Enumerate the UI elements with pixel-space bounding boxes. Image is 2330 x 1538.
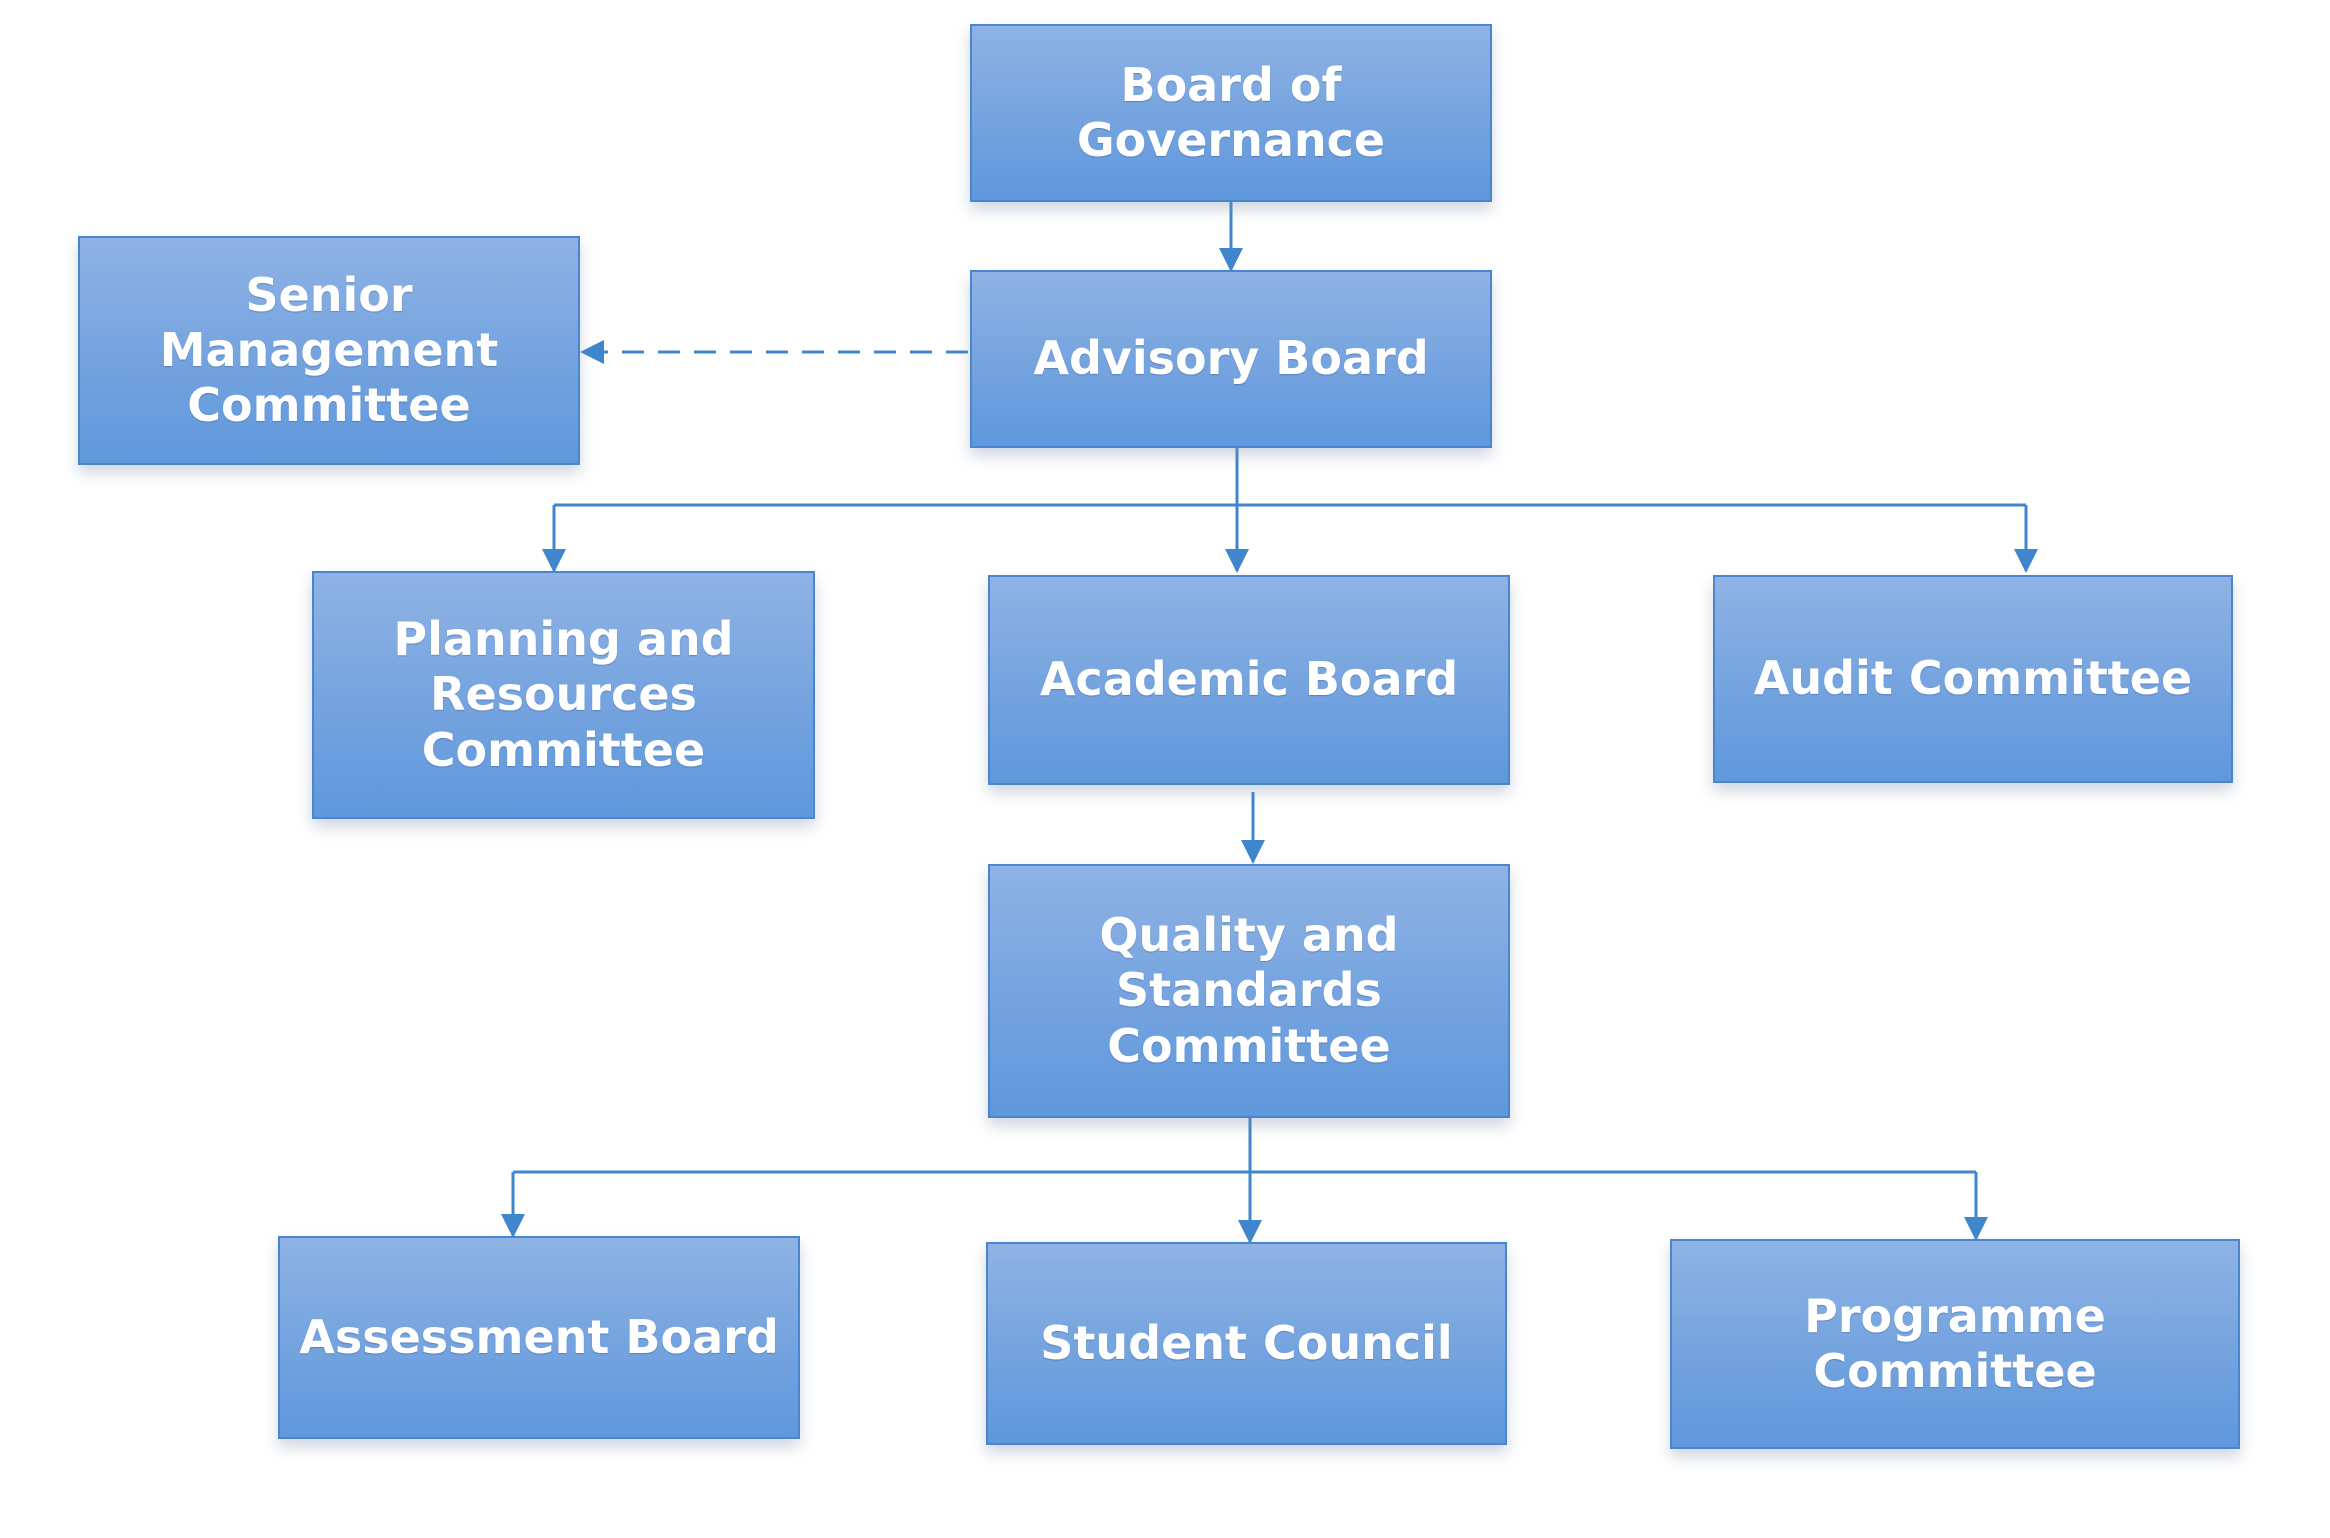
node-quality-and-standards-committee-label: Quality and Standards Committee (1099, 908, 1399, 1073)
node-advisory-board-label: Advisory Board (1033, 331, 1429, 386)
node-academic-board: Academic Board (988, 575, 1510, 785)
node-board-of-governance: Board of Governance (970, 24, 1492, 202)
node-advisory-board: Advisory Board (970, 270, 1492, 448)
node-board-of-governance-label: Board of Governance (1076, 57, 1386, 167)
node-senior-management-committee: Senior Management Committee (78, 236, 580, 465)
node-student-council-label: Student Council (1040, 1315, 1453, 1370)
node-assessment-board-label: Assessment Board (299, 1309, 779, 1364)
node-student-council: Student Council (986, 1242, 1507, 1445)
node-programme-committee-label: Programme Committee (1804, 1288, 2106, 1398)
node-academic-board-label: Academic Board (1039, 652, 1459, 707)
node-audit-committee-label: Audit Committee (1753, 651, 2193, 706)
node-planning-and-resources-committee-label: Planning and Resources Committee (393, 612, 734, 777)
node-senior-management-committee-label: Senior Management Committee (159, 267, 499, 433)
node-quality-and-standards-committee: Quality and Standards Committee (988, 864, 1510, 1118)
node-planning-and-resources-committee: Planning and Resources Committee (312, 571, 815, 819)
node-programme-committee: Programme Committee (1670, 1239, 2240, 1449)
node-audit-committee: Audit Committee (1713, 575, 2233, 783)
node-assessment-board: Assessment Board (278, 1236, 800, 1439)
